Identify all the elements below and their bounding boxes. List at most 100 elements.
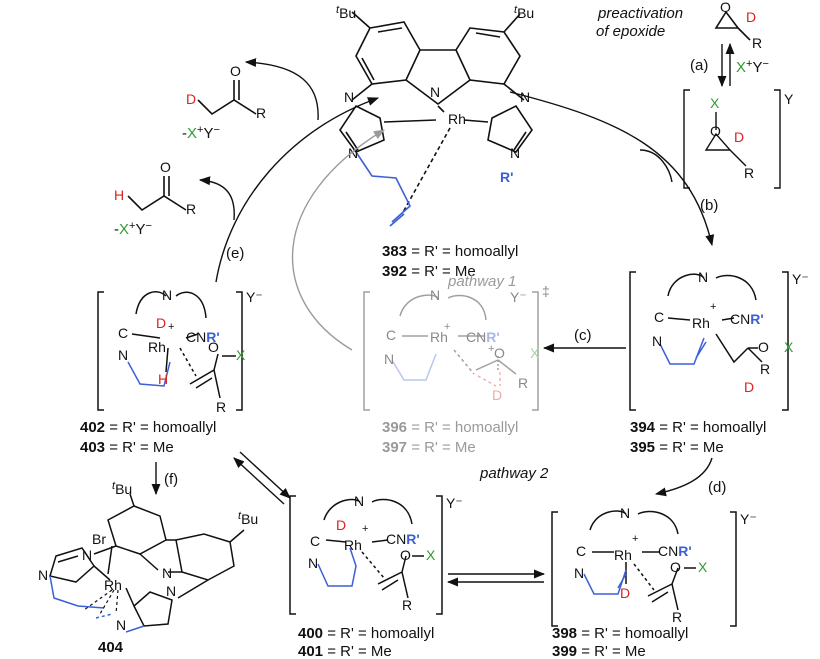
label-394: 394 = R' = homoallyl [630, 419, 766, 436]
step-c: (c) [574, 327, 592, 344]
ts396-d-bridge [477, 372, 501, 387]
imidazole-n-left: N [344, 89, 354, 105]
intermediate-398 [551, 510, 737, 627]
i394-o: O [758, 339, 769, 355]
i400-r: R [402, 597, 412, 613]
ts396-y: Y⁻ [510, 289, 527, 305]
i402-n: N [118, 347, 128, 363]
activated-epoxide [683, 89, 781, 189]
activated-x: X [710, 95, 720, 111]
ts396-o: O [494, 345, 505, 361]
ketone-h-o: O [160, 159, 171, 175]
rhodium-atom: Rh [448, 111, 466, 127]
intermediate-394 [629, 271, 789, 411]
epoxide-d: D [746, 9, 756, 25]
equilibrium-402-400-b [233, 457, 285, 505]
i400-y: Y⁻ [446, 495, 463, 511]
label-383: 383 = R' = homoallyl [382, 243, 518, 260]
i398-n: N [620, 505, 630, 521]
preactivation-label: preactivation [597, 5, 683, 22]
i394-d: D [744, 379, 754, 395]
i402-c: C [118, 325, 128, 341]
ketone-deuterated [197, 80, 257, 116]
i400-o: O [400, 547, 411, 563]
i398-r: R [672, 609, 682, 625]
arrow-e [215, 97, 380, 283]
intermediate-400-chelate [317, 547, 357, 587]
i402-r: R [216, 399, 226, 415]
label-402: 402 = R' = homoallyl [80, 419, 216, 436]
step-a: (a) [690, 57, 708, 74]
i402-cn: CNR' [186, 329, 220, 345]
of-epoxide-label: of epoxide [596, 23, 665, 40]
i394-n: N [698, 269, 708, 285]
ketone-h-r: R [186, 201, 196, 217]
ts396-plus2: + [488, 343, 494, 355]
complex-404-dashed [83, 589, 119, 615]
ketone-protio [127, 176, 187, 212]
i400-rh: Rh [344, 537, 362, 553]
i400-x: X [426, 547, 436, 563]
ts396-d: D [492, 387, 502, 403]
i394-rh: Rh [692, 315, 710, 331]
step-f: (f) [164, 471, 178, 488]
step-e: (e) [226, 245, 244, 262]
i394-n2: N [652, 333, 662, 349]
i398-o: O [670, 559, 681, 575]
ketone-h-label: H [114, 187, 124, 203]
pathway-2-label: pathway 2 [479, 465, 549, 482]
catalyst-383-homoallyl [355, 151, 411, 227]
i394-y: Y⁻ [792, 271, 809, 287]
activated-r: R [744, 165, 754, 181]
carbazole-n: N [430, 84, 440, 100]
i400-n2: N [308, 555, 318, 571]
tbu-left: tBu [336, 4, 356, 21]
label-404: 404 [98, 639, 124, 656]
c404-br: Br [92, 531, 106, 547]
ts396-dagger: ‡ [542, 283, 550, 299]
i400-plus: + [362, 523, 368, 535]
label-399: 399 = R' = Me [552, 643, 646, 659]
imidazole-n-right: N [520, 89, 530, 105]
i394-cn: CNR' [730, 311, 764, 327]
epoxide-r: R [752, 35, 762, 51]
c404-n-right: N [166, 583, 176, 599]
intermediate-394-chelate [659, 337, 707, 365]
ts396-c: C [386, 327, 396, 343]
i402-plus: + [168, 321, 174, 333]
i394-c: C [654, 309, 664, 325]
label-403: 403 = R' = Me [80, 439, 174, 456]
activated-d: D [734, 129, 744, 145]
intermediate-400 [289, 495, 443, 615]
ts396-r: R [518, 375, 528, 391]
c404-n3: N [116, 617, 126, 633]
ts396-rh: Rh [430, 329, 448, 345]
imidazole-n-right-2: N [510, 145, 520, 161]
step-a-reagent: X+Y− [736, 58, 769, 76]
byproduct-2: -X+Y− [114, 220, 152, 238]
activated-y: Y [784, 91, 794, 107]
i400-cn: CNR' [386, 531, 420, 547]
label-400: 400 = R' = homoallyl [298, 625, 434, 642]
catalyst-383-structure [339, 11, 533, 215]
i398-plus: + [632, 533, 638, 545]
activated-o: O [710, 123, 721, 139]
label-401: 401 = R' = Me [298, 643, 392, 659]
i402-x: X [236, 347, 246, 363]
ketone-d-o: O [230, 63, 241, 79]
ts396-x: X [530, 345, 540, 361]
label-398: 398 = R' = homoallyl [552, 625, 688, 642]
r-prime-top: R' [500, 169, 513, 185]
transition-state-396 [363, 291, 539, 411]
arrow-pathway1-return [291, 129, 385, 351]
i400-n: N [354, 493, 364, 509]
i398-n2: N [574, 565, 584, 581]
ts396-n2: N [384, 351, 394, 367]
complex-404-chelate [49, 575, 145, 633]
tbu-right: tBu [514, 4, 534, 21]
i400-c: C [310, 533, 320, 549]
i398-x: X [698, 559, 708, 575]
ts396-cn: CNR' [466, 329, 500, 345]
i398-y: Y⁻ [740, 511, 757, 527]
label-396: 396 = R' = homoallyl [382, 419, 518, 436]
